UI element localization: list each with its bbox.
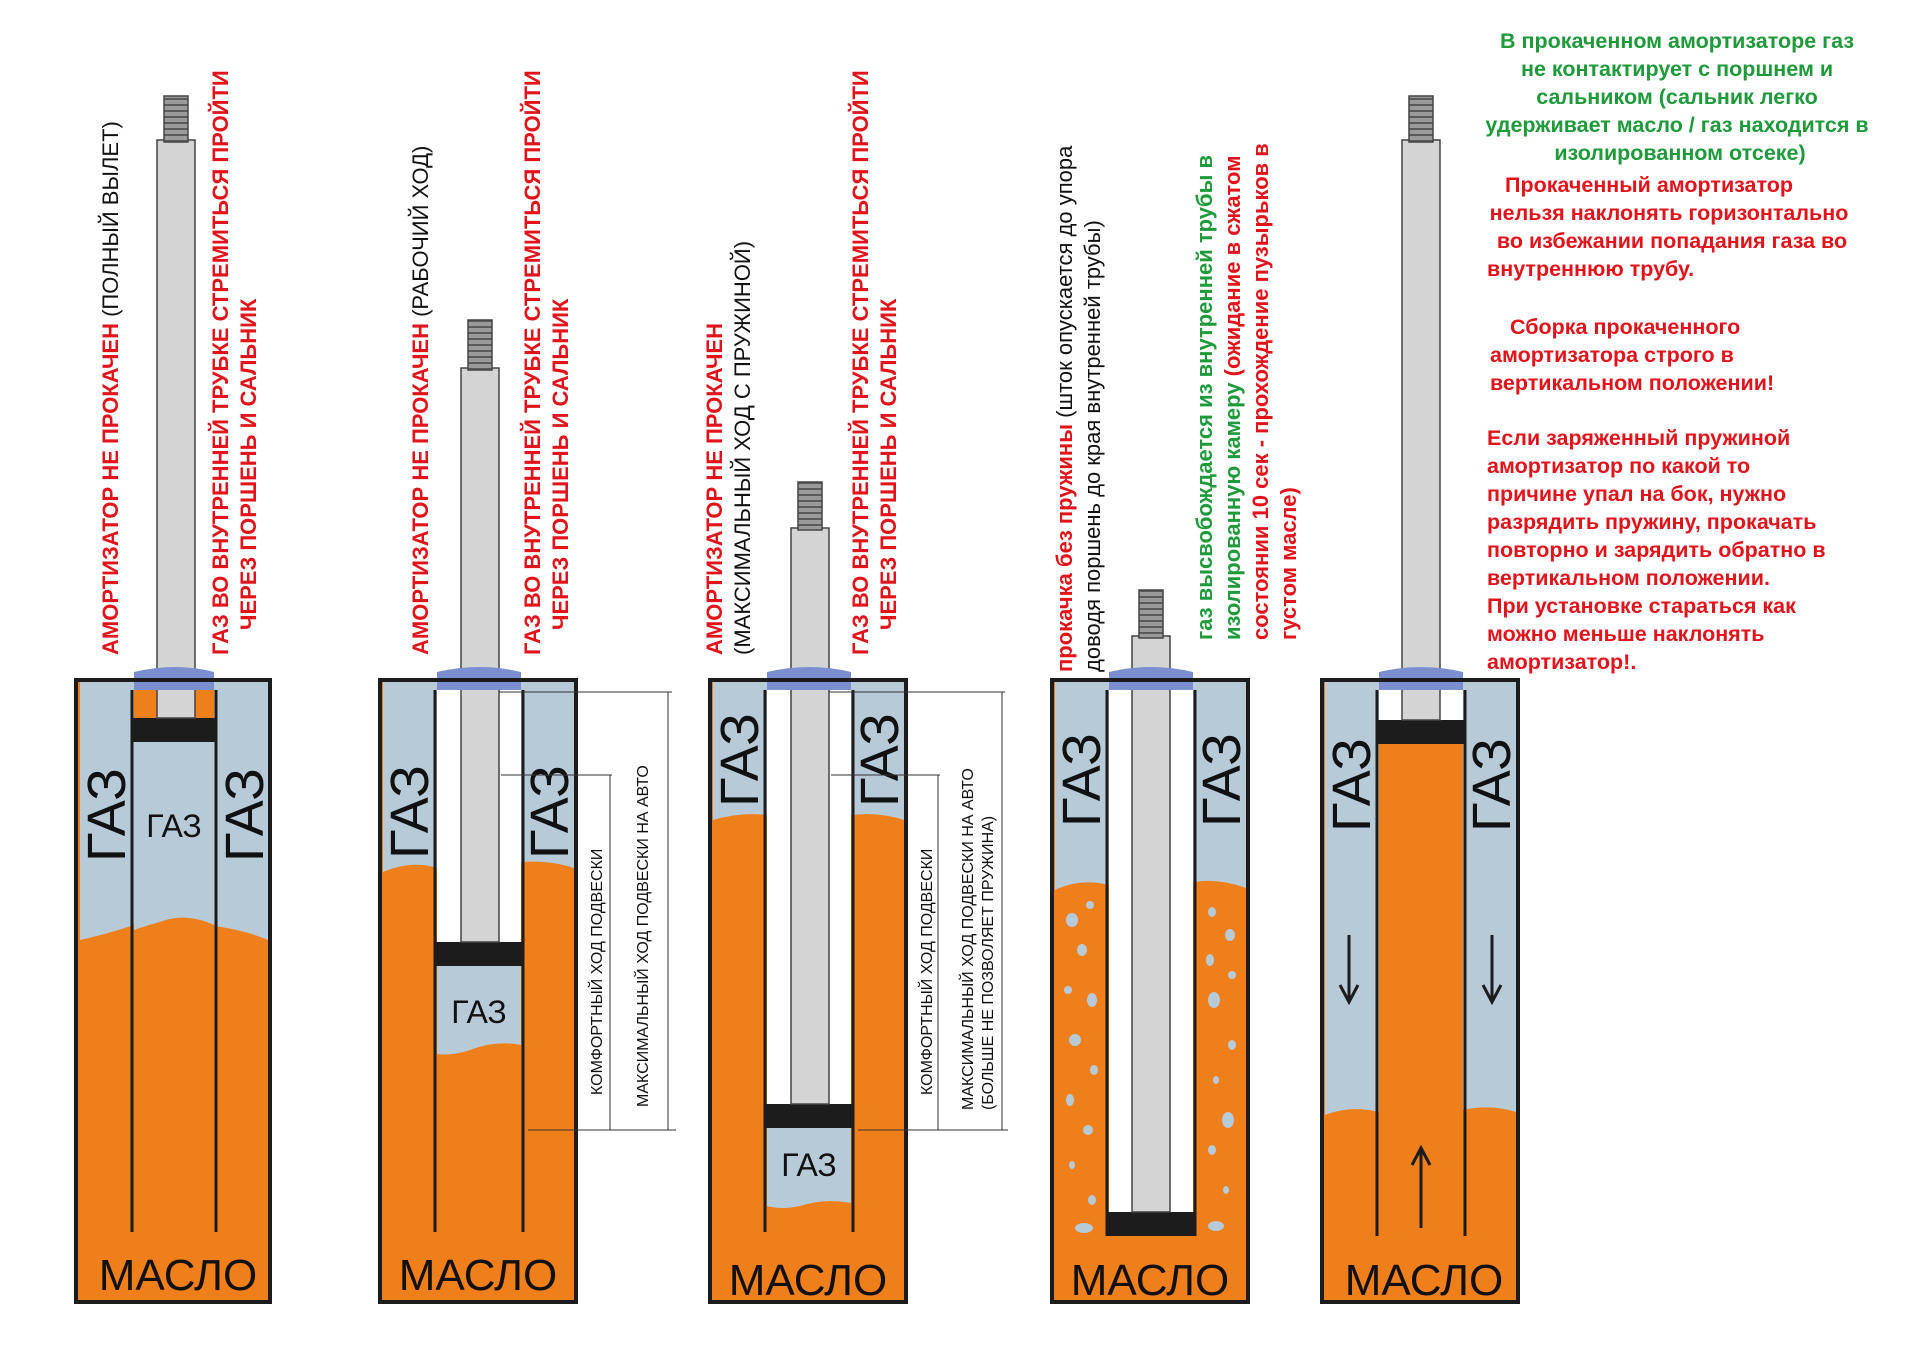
note-no-tilt: Прокаченный амортизатор нельзя наклонять…: [1490, 173, 1855, 253]
gas-label: ГАЗ: [451, 994, 507, 1030]
piston: [766, 1104, 852, 1128]
oil-label: МАСЛО: [399, 1251, 557, 1300]
outer-tube: [708, 678, 908, 1304]
arrow-up-icon: [1410, 1144, 1432, 1228]
note-fallen: Если заряженный пружиной амортизатор по …: [1487, 426, 1832, 674]
piston: [1108, 1212, 1194, 1236]
col2-warning: ГАЗ ВО ВНУТРЕННЕЙ ТРУБКЕ СТРЕМИТЬСЯ ПРОЙ…: [520, 70, 573, 655]
gas-bubbles: [1064, 901, 1236, 1233]
outer-tube: [1320, 678, 1520, 1304]
rod-thread: [797, 481, 823, 531]
piston-rod: [460, 367, 500, 943]
note-vertical-assembly: Сборка прокаченного амортизатора строго …: [1490, 315, 1774, 395]
notes-block: В прокаченном амортизаторе газ не контак…: [1485, 29, 1874, 674]
outer-tube: [1050, 678, 1250, 1304]
piston: [1378, 720, 1464, 744]
gas-label: ГАЗ: [520, 765, 580, 859]
gas-label: ГАЗ: [1192, 733, 1252, 827]
col2-dim-comfort: КОМФОРТНЫЙ ХОД ПОДВЕСКИ: [587, 849, 606, 1095]
gas-label: ГАЗ: [1462, 738, 1522, 832]
gas-label: ГАЗ: [380, 765, 440, 859]
col3-title: АМОРТИЗАТОР НЕ ПРОКАЧЕН(МАКСИМАЛЬНЫЙ ХОД…: [702, 241, 755, 655]
col3-warning: ГАЗ ВО ВНУТРЕННЕЙ ТРУБКЕ СТРЕМИТЬСЯ ПРОЙ…: [848, 70, 901, 655]
col4-gas-note: газ высвобождается из внутренней трубы в…: [1192, 143, 1301, 640]
gas-label: ГАЗ: [1322, 738, 1382, 832]
rod-thread: [163, 95, 189, 143]
gas-label: ГАЗ: [781, 1147, 837, 1183]
shock-absorber-2: ГАЗ ГАЗ ГАЗ МАСЛО: [378, 319, 580, 1304]
arrow-down-icon: [1481, 935, 1503, 1006]
oil-label: МАСЛО: [1345, 1256, 1503, 1305]
gas-label: ГАЗ: [77, 768, 137, 862]
shock-absorber-3: ГАЗ ГАЗ ГАЗ МАСЛО: [708, 481, 910, 1305]
shock-absorber-1: ГАЗ ГАЗ ГАЗ МАСЛО: [74, 95, 275, 1304]
oil-label: МАСЛО: [729, 1256, 887, 1305]
rod-thread: [1408, 95, 1434, 143]
note-no-tilt-end: внутреннюю трубу.: [1487, 257, 1694, 281]
gas-label: ГАЗ: [1052, 733, 1112, 827]
shock-absorber-4: ГАЗ ГАЗ МАСЛО: [1050, 589, 1252, 1305]
col1-warning: ГАЗ ВО ВНУТРЕННЕЙ ТРУБКЕ СТРЕМИТЬСЯ ПРОЙ…: [208, 70, 261, 655]
piston-rod: [156, 139, 196, 719]
rod-thread: [1138, 589, 1164, 639]
col3-dim-comfort: КОМФОРТНЫЙ ХОД ПОДВЕСКИ: [917, 849, 936, 1095]
piston: [132, 718, 216, 742]
col2-dimension-lines: [499, 691, 676, 1131]
col3-dimension-lines: [829, 691, 1008, 1131]
piston-rod: [1131, 635, 1171, 1213]
outer-tube: [378, 678, 578, 1304]
gas-label: ГАЗ: [215, 768, 275, 862]
outer-tube: [74, 678, 272, 1304]
col1-title: АМОРТИЗАТОР НЕ ПРОКАЧЕН (ПОЛНЫЙ ВЫЛЕТ): [98, 121, 123, 655]
col4-title: прокачка без пружины (шток опускается до…: [1052, 145, 1105, 672]
oil-label: МАСЛО: [1071, 1256, 1229, 1305]
piston-rod: [790, 527, 830, 1105]
arrow-down-icon: [1338, 935, 1360, 1006]
gas-label: ГАЗ: [850, 713, 910, 807]
shock-absorber-5: ГАЗ ГАЗ МАСЛО: [1320, 95, 1522, 1305]
col2-dim-max: МАКСИМАЛЬНЫЙ ХОД ПОДВЕСКИ НА АВТО: [633, 765, 652, 1107]
col2-title: АМОРТИЗАТОР НЕ ПРОКАЧЕН (РАБОЧИЙ ХОД): [408, 146, 433, 655]
piston-rod: [1401, 139, 1441, 721]
col3-dim-max: МАКСИМАЛЬНЫЙ ХОД ПОДВЕСКИ НА АВТО(БОЛЬШЕ…: [958, 768, 997, 1110]
gas-label: ГАЗ: [146, 808, 202, 844]
oil-label: МАСЛО: [99, 1251, 257, 1300]
gas-label: ГАЗ: [710, 713, 770, 807]
rod-thread: [467, 319, 493, 371]
piston: [436, 942, 522, 966]
note-green: В прокаченном амортизаторе газ не контак…: [1485, 29, 1874, 165]
